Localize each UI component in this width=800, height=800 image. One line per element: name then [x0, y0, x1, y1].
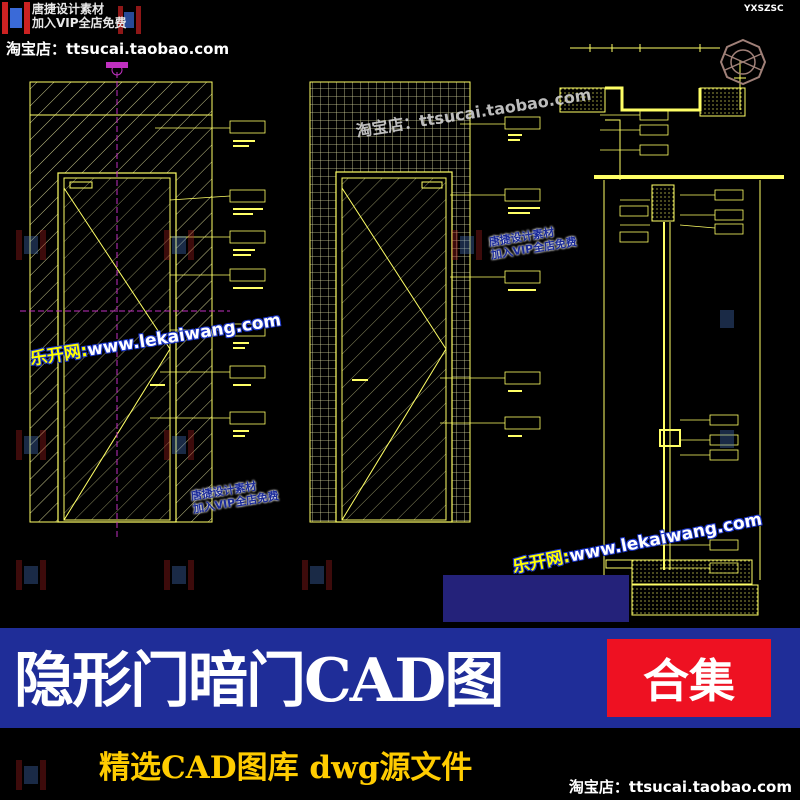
brand-watermark-top: 唐捷设计素材 加入VIP全店免费 — [32, 2, 127, 30]
banner-title: 隐形门暗门CAD图 — [14, 646, 504, 716]
shop-watermark-top: 淘宝店：ttsucai.taobao.com — [6, 40, 230, 58]
ornament-icon — [719, 38, 767, 86]
middle-annotations — [440, 116, 541, 437]
navy-block — [443, 575, 629, 622]
left-annotations — [150, 120, 266, 437]
logo-mark-icon — [118, 6, 141, 34]
code-watermark: YXSZSC — [744, 4, 784, 14]
right-section — [559, 44, 784, 616]
collection-badge-label: 合集 — [643, 654, 735, 708]
banner-subtitle: 精选CAD图库 dwg源文件 — [99, 750, 473, 786]
left-elevation — [20, 62, 230, 540]
logo-mark-icon — [2, 2, 30, 34]
shop-watermark-bottom: 淘宝店：ttsucai.taobao.com — [568, 778, 792, 796]
collection-badge: 合集 — [607, 639, 771, 717]
logo-mark-icon — [16, 230, 734, 790]
middle-elevation — [309, 81, 471, 523]
